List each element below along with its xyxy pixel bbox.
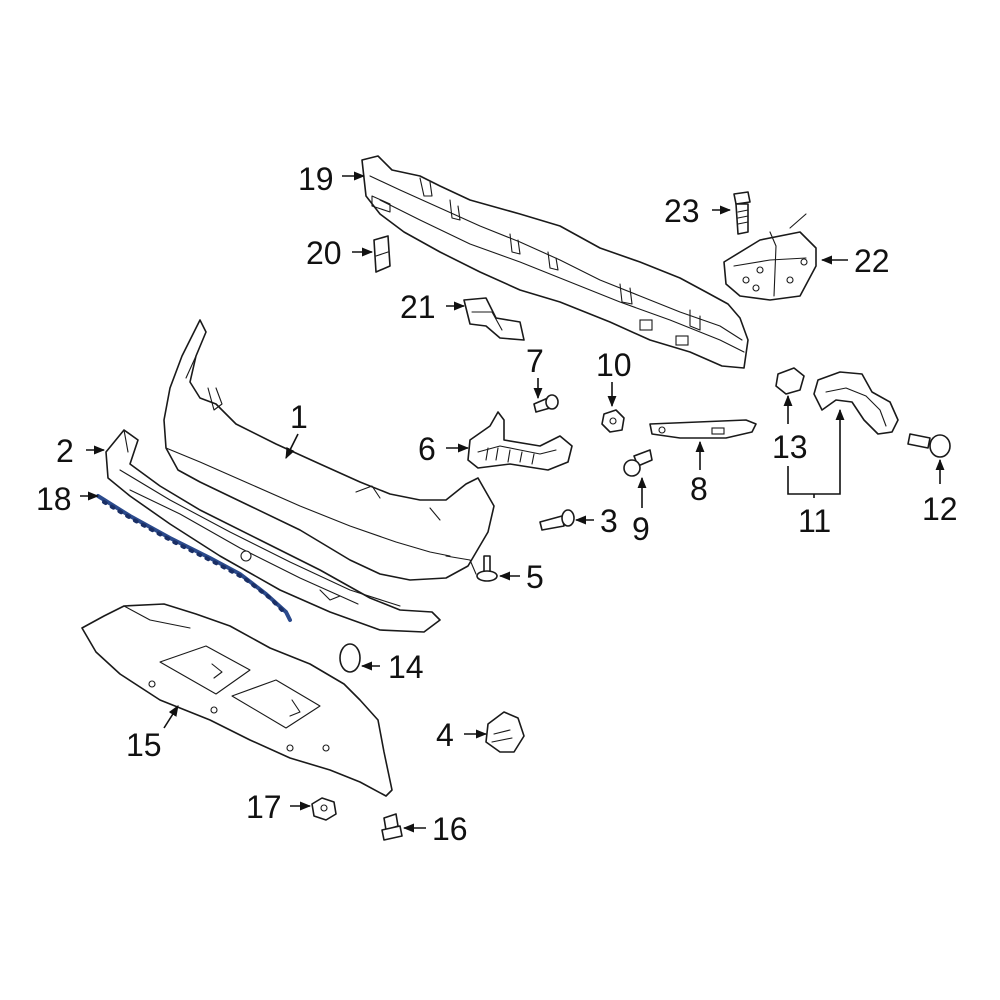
callout-21: 21 — [400, 289, 466, 325]
callout-9: 9 — [632, 476, 650, 547]
callout-23: 23 — [664, 193, 732, 229]
part-8-reinforcement[interactable] — [649, 419, 757, 439]
callout-5-label: 5 — [526, 559, 544, 595]
callout-20: 20 — [306, 235, 374, 271]
part-22-mounting-bracket[interactable] — [723, 213, 817, 301]
callout-23-label: 23 — [664, 193, 700, 229]
callout-9-label: 9 — [632, 511, 650, 547]
callout-16-label: 16 — [432, 811, 468, 847]
callout-3-label: 3 — [600, 503, 618, 539]
part-12-screw[interactable] — [907, 433, 951, 458]
callout-16: 16 — [402, 811, 468, 847]
callout-14-label: 14 — [388, 649, 424, 685]
part-16-bolt[interactable] — [381, 813, 403, 841]
part-2-lower-valance[interactable] — [105, 429, 441, 633]
callout-12: 12 — [922, 458, 958, 527]
callout-7: 7 — [526, 343, 544, 400]
callout-10-label: 10 — [596, 347, 632, 383]
callout-19: 19 — [298, 161, 366, 197]
callout-19-label: 19 — [298, 161, 334, 197]
callout-8: 8 — [690, 440, 708, 507]
callout-21-label: 21 — [400, 289, 436, 325]
part-20-bracket[interactable] — [373, 235, 391, 273]
callout-20-label: 20 — [306, 235, 342, 271]
part-7-screw[interactable] — [533, 394, 559, 413]
callout-6: 6 — [418, 431, 470, 467]
part-6-bracket[interactable] — [467, 411, 573, 471]
part-23-bolt[interactable] — [733, 191, 751, 235]
callout-11-label: 11 — [798, 503, 831, 539]
callout-4: 4 — [436, 717, 488, 753]
part-5-push-pin[interactable] — [476, 555, 498, 582]
callout-2-label: 2 — [56, 433, 74, 469]
callout-18-label: 18 — [36, 481, 72, 517]
callout-2: 2 — [56, 433, 106, 469]
part-18-molding-strip[interactable] — [96, 494, 292, 622]
callout-15: 15 — [126, 705, 179, 763]
part-1-bumper-cover[interactable] — [163, 319, 495, 581]
part-21-bracket[interactable] — [463, 297, 525, 341]
callout-18: 18 — [36, 481, 100, 517]
callout-12-label: 12 — [922, 491, 958, 527]
callout-13-label: 13 — [772, 429, 808, 465]
part-19-energy-absorber[interactable] — [361, 155, 749, 369]
part-14-plug[interactable] — [339, 643, 361, 673]
callout-5: 5 — [498, 559, 544, 595]
part-17-nut[interactable] — [311, 797, 337, 821]
callout-1-label: 1 — [290, 399, 308, 435]
callout-13: 13 — [772, 394, 808, 465]
callout-17-label: 17 — [246, 789, 282, 825]
callout-1: 1 — [285, 399, 308, 460]
part-3-screw[interactable] — [539, 509, 575, 531]
callout-4-label: 4 — [436, 717, 454, 753]
callout-22-label: 22 — [854, 243, 890, 279]
part-9-screw[interactable] — [623, 449, 653, 477]
callout-8-label: 8 — [690, 471, 708, 507]
callout-10: 10 — [596, 347, 632, 408]
callout-15-label: 15 — [126, 727, 162, 763]
callout-22: 22 — [820, 243, 890, 279]
part-10-nut[interactable] — [601, 409, 625, 433]
part-11-bracket[interactable] — [813, 371, 899, 435]
callout-7-label: 7 — [526, 343, 544, 379]
part-15-splash-shield[interactable] — [81, 603, 393, 797]
callout-17: 17 — [246, 789, 312, 825]
callout-11: 11 — [787, 408, 845, 539]
part-13-clip[interactable] — [775, 367, 805, 395]
callout-6-label: 6 — [418, 431, 436, 467]
callout-3: 3 — [574, 503, 618, 539]
part-4-clip[interactable] — [485, 711, 525, 753]
callout-14: 14 — [360, 649, 424, 685]
